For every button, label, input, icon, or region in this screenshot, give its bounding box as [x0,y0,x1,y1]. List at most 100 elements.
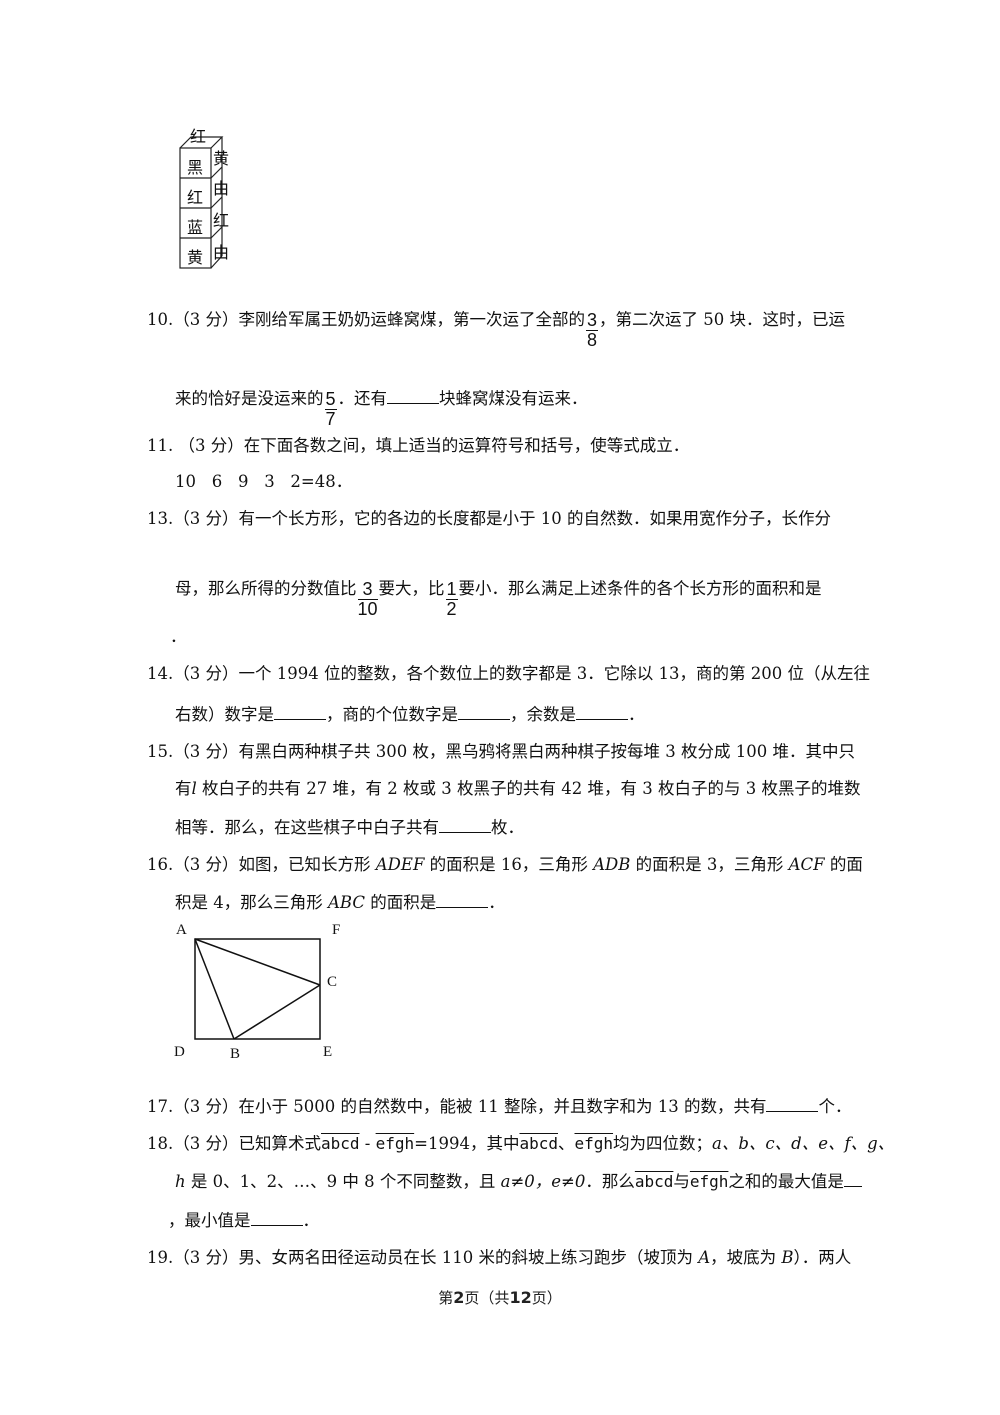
question-number: 11. [147,436,174,455]
answer-blank[interactable] [843,1172,862,1187]
answer-blank[interactable] [436,893,489,908]
question-score: （3 分） [173,1248,239,1267]
question-text: 、 [558,1134,575,1153]
cube-top-label: 红 [190,127,207,146]
question-number: 10. [147,310,174,329]
question-text: 的面积是 16，三角形 [424,855,594,874]
question-text: ，商的个位数字是 [326,705,458,724]
fraction-denominator: 10 [357,599,378,619]
point-label-d: D [174,1044,185,1060]
question-text: - [359,1134,376,1153]
current-page-number: 2 [453,1288,465,1307]
question-text: ，第二次运了 50 块．这时，已运 [599,310,846,329]
answer-blank[interactable] [387,389,440,404]
question-variable: ABC [328,893,365,912]
question-text: 母，那么所得的分数值比 [175,579,357,598]
overline-number-efgh: efgh [574,1134,614,1153]
point-label-f: F [332,922,341,938]
overline-number-abcd: abcd [321,1134,360,1153]
question-text: 枚． [491,818,524,837]
question-18-line2: h 是 0、1、2、…、9 中 8 个不同整数，且 a≠0，e≠0．那么abcd… [175,1172,862,1192]
fraction-numerator: 5 [324,389,337,410]
question-score: （3 分） [173,855,239,874]
question-text: ． [628,705,645,724]
question-text: ． [302,1211,320,1230]
overline-number-efgh: efgh [375,1134,415,1153]
question-text: 在下面各数之间，填上适当的运算符号和括号，使等式成立． [243,436,690,455]
question-16-line2: 积是 4，那么三角形 ABC 的面积是． [175,893,505,913]
question-number: 19. [147,1248,174,1267]
overline-number-abcd: abcd [634,1172,674,1191]
question-variable: h [175,1172,186,1191]
question-score: （3 分） [173,509,239,528]
question-15-line2: 有l 枚白子的共有 27 堆，有 2 枚或 3 枚黑子的共有 42 堆，有 3 … [175,779,860,799]
question-text: 在小于 5000 的自然数中，能被 11 整除，并且数字和为 13 的数，共有 [238,1097,767,1116]
question-text: 来的恰好是没运来的 [175,389,324,408]
question-text: 李刚给军属王奶奶运蜂窝煤，第一次运了全部的 [238,310,586,329]
fraction-denominator: 7 [325,409,336,429]
question-text: 均为四位数； [613,1134,713,1153]
answer-blank[interactable] [439,818,491,833]
question-text: 与 [673,1172,690,1191]
question-18-line3: ，最小值是 ． [168,1211,319,1231]
question-text: 已知算术式 [238,1134,322,1153]
cube-stack-outline [179,136,224,269]
question-number: 16. [147,855,174,874]
question-text: 积是 4，那么三角形 [175,893,328,912]
question-text: 相等．那么，在这些棋子中白子共有 [175,818,439,837]
question-number: 15. [147,742,174,761]
question-text: 的面积是 3，三角形 [630,855,789,874]
question-score: （3 分） [173,742,239,761]
footer-text: 页（共 [464,1289,510,1307]
question-text: 的面 [824,855,863,874]
question-14-line2: 右数）数字是，商的个位数字是，余数是． [175,705,645,725]
question-variable: ADB [593,855,631,874]
question-15-line3: 相等．那么，在这些棋子中白子共有 枚． [175,818,524,838]
question-text: =1994，其中 [414,1134,520,1153]
question-text: 有一个长方形，它的各边的长度都是小于 10 的自然数．如果用宽作分子，长作分 [238,509,832,528]
question-11-equation: 10 6 9 3 2=48． [175,472,353,491]
point-label-c: C [327,974,338,990]
answer-blank[interactable] [274,705,326,720]
question-text: ． [488,893,505,912]
total-page-count: 12 [509,1288,532,1307]
question-variable: a≠0，e≠0 [500,1172,586,1191]
question-variable: A [698,1248,711,1267]
question-text: 要小．那么满足上述条件的各个长方形的面积和是 [458,579,822,598]
fraction-numerator: 1 [445,579,458,600]
question-variable: l [191,779,197,798]
point-label-b: B [230,1046,241,1062]
cube-side-label: 由 [213,179,230,198]
cube-stack-figure: 红 黑 红 蓝 黄 黄 由 红 由 [176,125,246,275]
answer-blank[interactable] [250,1211,303,1226]
question-score: （3 分） [173,310,239,329]
question-text: ．那么 [585,1172,635,1191]
question-number: 14. [147,664,174,683]
point-label-a: A [176,922,187,938]
overline-number-efgh: efgh [689,1172,729,1191]
question-score: （3 分） [178,436,244,455]
question-18-line1: 18.（3 分）已知算术式abcd - efgh=1994，其中abcd、efg… [147,1134,894,1154]
fraction-denominator: 8 [587,330,598,350]
question-15-line1: 15.（3 分）有黑白两种棋子共 300 枚，黑乌鸦将黑白两种棋子按每堆 3 枚… [147,742,855,762]
question-text: ，最小值是 [168,1211,251,1230]
question-variable: a、b、c、d、e、f、g、 [712,1134,895,1153]
question-text: ，坡底为 [710,1248,782,1267]
cube-front-label: 黄 [187,248,204,267]
question-text: 之和的最大值是 [728,1172,844,1191]
question-variable: ADEF [375,855,425,874]
question-text: 一个 1994 位的整数，各个数位上的数字都是 3．它除以 13，商的第 200… [238,664,870,683]
question-14-line1: 14.（3 分）一个 1994 位的整数，各个数位上的数字都是 3．它除以 13… [147,664,870,684]
question-13-line3: ． [170,627,187,646]
answer-blank[interactable] [576,705,628,720]
answer-blank[interactable] [458,705,510,720]
answer-blank[interactable] [766,1097,819,1112]
question-score: （3 分） [173,1097,239,1116]
fraction-numerator: 3 [586,310,599,331]
question-19-line1: 19.（3 分）男、女两名田径运动员在长 110 米的斜坡上练习跑步（坡顶为 A… [147,1248,851,1268]
cube-front-label: 蓝 [187,218,204,237]
